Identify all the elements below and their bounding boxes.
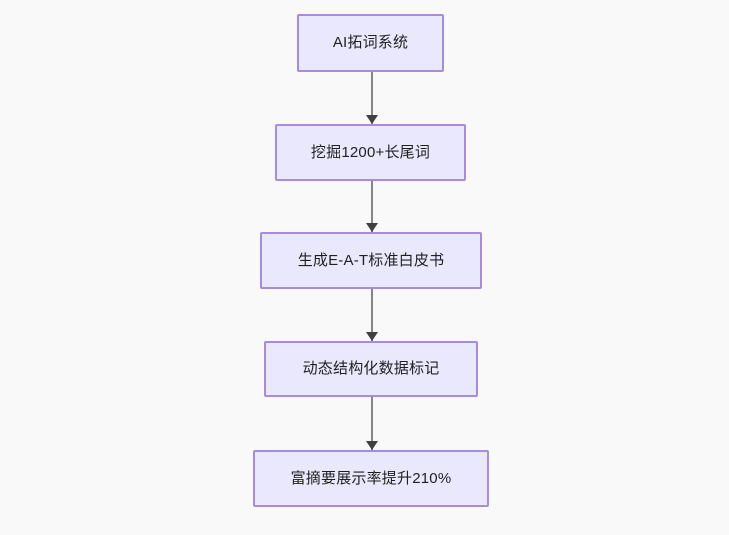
arrowhead-icon [366,332,378,341]
edge-line [371,72,373,124]
edge-n2-n3 [366,181,378,232]
edge-line [371,289,373,341]
arrowhead-icon [366,115,378,124]
arrowhead-icon [366,441,378,450]
edge-line [371,397,373,450]
flow-node-label: 动态结构化数据标记 [302,360,440,377]
edge-n1-n2 [366,72,378,124]
flow-node-ai-keyword-system[interactable]: AI拓词系统 [297,14,444,72]
edge-n4-n5 [366,397,378,450]
flow-node-dynamic-structured-data[interactable]: 动态结构化数据标记 [264,341,478,397]
flow-node-label: AI拓词系统 [332,34,409,51]
edge-line [371,181,373,232]
flow-node-mine-longtail-keywords[interactable]: 挖掘1200+长尾词 [275,124,466,181]
flow-node-generate-eat-whitepaper[interactable]: 生成E-A-T标准白皮书 [260,232,482,289]
flow-node-label: 挖掘1200+长尾词 [310,143,431,161]
arrowhead-icon [366,223,378,232]
flow-node-label: 富摘要展示率提升210% [290,469,452,487]
edge-n3-n4 [366,289,378,341]
flow-node-rich-snippet-uplift[interactable]: 富摘要展示率提升210% [253,450,489,507]
flow-node-label: 生成E-A-T标准白皮书 [297,251,445,269]
